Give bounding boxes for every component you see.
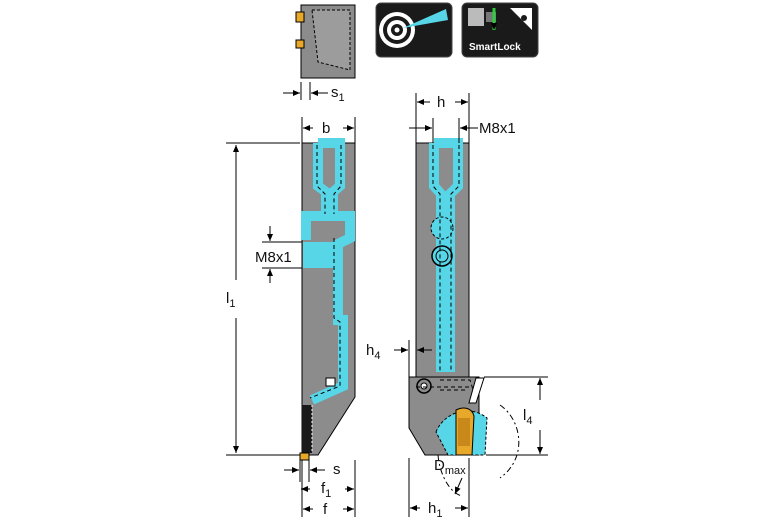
f1-label: f1 (321, 480, 331, 500)
f-label: f (323, 501, 328, 518)
dmax-label: Dmax (434, 457, 466, 477)
front-dimensions: b l1 M8x1 s f1 f (226, 117, 356, 518)
coolant-through-icon (375, 2, 453, 58)
h1-label: h1 (428, 500, 442, 520)
l4-label: l4 (523, 407, 532, 427)
l1-label: l1 (226, 290, 235, 310)
s-label: s (333, 461, 341, 478)
h-label: h (437, 94, 445, 111)
m8x1-side-label: M8x1 (255, 249, 292, 266)
side-dimensions: h M8x1 h4 l4 Dmax h1 (366, 93, 548, 520)
smartlock-caption: SmartLock (469, 42, 521, 53)
h4-label: h4 (366, 342, 380, 362)
side-view (408, 138, 488, 456)
top-end-view: s1 (283, 4, 356, 104)
s1-label: s1 (331, 84, 345, 104)
front-view (299, 138, 356, 461)
b-label: b (322, 120, 330, 137)
smartlock-icon: SmartLock (461, 2, 539, 58)
m8x1-top-label: M8x1 (479, 120, 516, 137)
